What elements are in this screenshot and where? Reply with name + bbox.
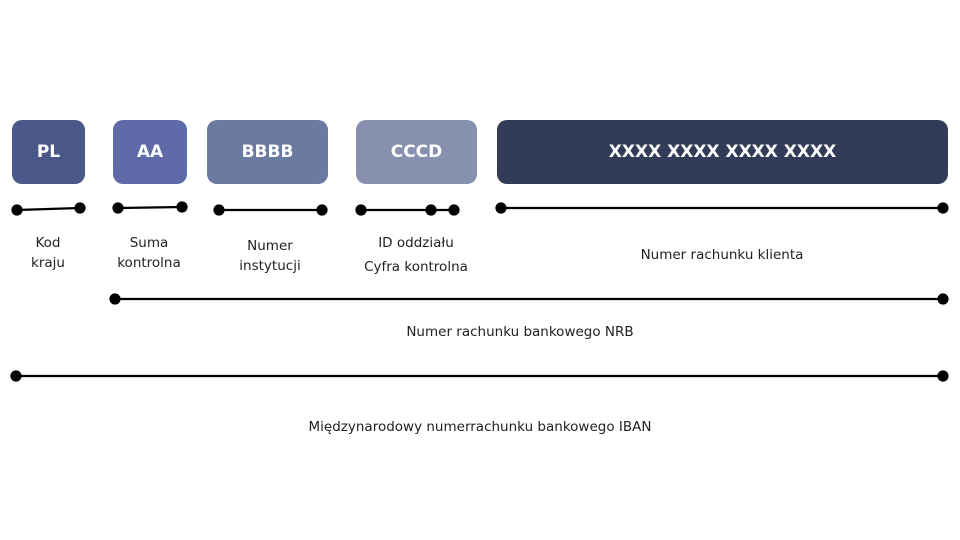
bracket-iban-start-dot <box>10 370 22 382</box>
segment-cccd-box: CCCD <box>356 120 477 184</box>
bracket-klient-start-dot <box>495 202 507 214</box>
bracket-cccd-end-dot <box>448 204 460 216</box>
label-cyfra-kontrolna: Cyfra kontrolna <box>364 259 468 275</box>
bracket-iban-end-dot <box>937 370 949 382</box>
bracket-cccd-start-dot <box>355 204 367 216</box>
bracket-numer-end-dot <box>316 204 328 216</box>
segment-aa-box: AA <box>113 120 187 184</box>
bracket-kod-start-dot <box>11 204 23 216</box>
bracket-nrb-start-dot <box>109 293 121 305</box>
bracket-kod-line <box>16 206 81 212</box>
segment-bbbb-box: BBBB <box>207 120 328 184</box>
label-id-oddzialu: ID oddziału <box>378 235 454 251</box>
label-iban: Międzynarodowy numerrachunku bankowego I… <box>308 419 652 435</box>
bracket-cccd-mid-dot <box>425 204 437 216</box>
bracket-suma-end-dot <box>176 201 188 213</box>
bracket-klient-end-dot <box>937 202 949 214</box>
bracket-nrb-end-dot <box>937 293 949 305</box>
bracket-suma-start-dot <box>112 202 124 214</box>
bracket-numer-start-dot <box>213 204 225 216</box>
bracket-suma-line <box>117 205 183 210</box>
segment-pl-box: PL <box>12 120 85 184</box>
bracket-kod-end-dot <box>74 202 86 214</box>
label-numer-rachunku-klienta: Numer rachunku klienta <box>640 247 804 263</box>
label-nrb: Numer rachunku bankowego NRB <box>406 324 634 340</box>
segment-account-box: XXXX XXXX XXXX XXXX <box>497 120 948 184</box>
